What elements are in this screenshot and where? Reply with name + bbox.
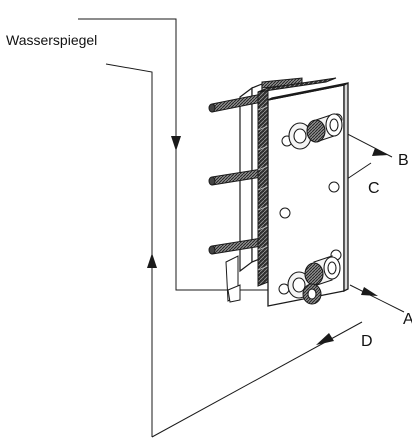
water-level-label: Wasserspiegel bbox=[6, 32, 98, 48]
port-bottom-right bbox=[304, 255, 341, 287]
port-label-c: C bbox=[368, 180, 380, 197]
port-label-b: B bbox=[398, 152, 409, 169]
tie-bolt-top bbox=[208, 93, 263, 113]
piping-lines bbox=[78, 18, 405, 438]
port-knurled-nut-a bbox=[302, 283, 322, 305]
arrow-down-icon bbox=[171, 136, 181, 151]
water-level-line-upper bbox=[78, 18, 268, 291]
port-label-d: D bbox=[361, 333, 373, 350]
support-foot bbox=[225, 255, 241, 303]
arrow-d-icon bbox=[316, 333, 334, 345]
tie-bolts bbox=[208, 77, 303, 255]
line-a bbox=[349, 284, 405, 313]
port-label-a: A bbox=[403, 311, 412, 328]
port-top-right bbox=[306, 113, 343, 143]
water-level-line-lower bbox=[105, 63, 153, 437]
arrow-b-icon bbox=[372, 148, 388, 156]
port-top-left bbox=[288, 122, 312, 150]
arrow-up-icon bbox=[147, 253, 157, 268]
arrow-a-icon bbox=[361, 287, 378, 296]
